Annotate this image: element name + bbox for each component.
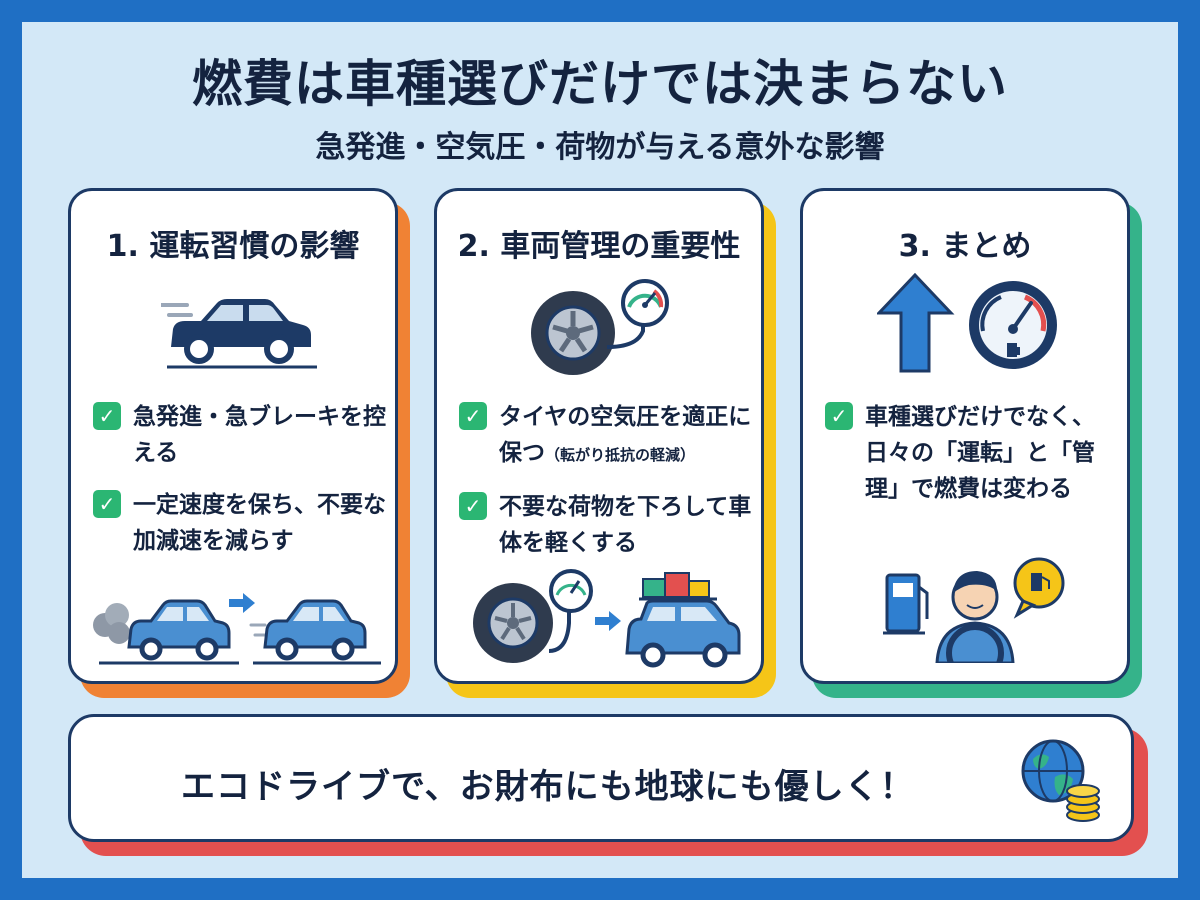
car-icon: [263, 599, 367, 661]
check-icon: ✓: [459, 402, 487, 430]
arrow-right-icon: [595, 611, 621, 631]
checklist: ✓ 車種選びだけでなく、日々の「運転」と「管理」で燃費は変わる: [825, 399, 1121, 523]
roof-luggage-icon: [639, 572, 717, 601]
fuel-speech-bubble-icon: [1013, 557, 1065, 619]
item-text: 車種選びだけでなく、日々の「運転」と「管理」で燃費は変わる: [865, 404, 1095, 502]
checklist: ✓ 急発進・急ブレーキを控える ✓ 一定速度を保ち、不要な加減速を減らす: [93, 399, 389, 575]
smooth-driving-illustration: [93, 593, 381, 665]
tire-pressure-gauge-icon: [531, 279, 669, 375]
item-text: 一定速度を保ち、不要な加減速を減らす: [133, 492, 386, 554]
banner-text: エコドライブで、お財布にも地球にも優しく！: [181, 767, 915, 807]
eco-driver-illustration: [883, 557, 1065, 663]
car-icon: [161, 299, 317, 369]
list-item: ✓ 急発進・急ブレーキを控える: [93, 399, 389, 471]
coins-icon: [1066, 784, 1100, 822]
card-title: 3. まとめ: [898, 229, 1032, 264]
card-title: 1. 運転習慣の影響: [106, 229, 360, 264]
check-icon: ✓: [825, 402, 853, 430]
improvement-illustration: [877, 273, 1057, 373]
card-body: 2. 車両管理の重要性 ✓ タイヤの空気圧を適正に保つ: [434, 188, 764, 684]
list-item: ✓ タイヤの空気圧を適正に保つ（転がり抵抗の軽減）: [459, 399, 755, 473]
speedometer-icon: [969, 281, 1057, 369]
page-subtitle: 急発進・空気圧・荷物が与える意外な影響: [315, 130, 885, 165]
car-icon: [625, 599, 741, 668]
item-text: 不要な荷物を下ろして車体を軽くする: [499, 494, 752, 556]
page-title: 燃費は車種選びだけでは決まらない: [192, 55, 1008, 113]
arrow-right-icon: [229, 593, 255, 613]
pressure-gauge-icon: [549, 569, 593, 613]
globe-coins-icon: [1021, 739, 1100, 822]
list-item: ✓ 不要な荷物を下ろして車体を軽くする: [459, 489, 755, 561]
car-icon: [127, 599, 231, 661]
item-text: タイヤの空気圧を適正に保つ: [499, 404, 752, 466]
check-icon: ✓: [459, 492, 487, 520]
list-item: ✓ 一定速度を保ち、不要な加減速を減らす: [93, 487, 389, 559]
light-vehicle-illustration: [473, 569, 741, 668]
tire-icon: [473, 583, 553, 663]
check-icon: ✓: [93, 490, 121, 518]
card-body: 3. まとめ ✓ 車種選びだけでなく、日々の「運転」と「管理」で燃費は変わる: [800, 188, 1130, 684]
card-body: 1. 運転習慣の影響 ✓ 急発進・急ブレーキを控える ✓ 一定速度を保ち、不要な…: [68, 188, 398, 684]
checklist: ✓ タイヤの空気圧を適正に保つ（転がり抵抗の軽減） ✓ 不要な荷物を下ろして車体…: [459, 399, 755, 577]
fuel-pump-icon: [883, 573, 929, 635]
item-note: （転がり抵抗の軽減）: [545, 446, 696, 464]
driver-icon: [935, 571, 1015, 663]
bottom-banner: エコドライブで、お財布にも地球にも優しく！: [68, 714, 1134, 842]
item-text: 急発進・急ブレーキを控える: [133, 404, 386, 466]
list-item: ✓ 車種選びだけでなく、日々の「運転」と「管理」で燃費は変わる: [825, 399, 1121, 507]
exhaust-cloud-icon: [93, 603, 130, 644]
globe-icon: [1021, 739, 1085, 803]
check-icon: ✓: [93, 402, 121, 430]
card-title: 2. 車両管理の重要性: [457, 229, 741, 264]
arrow-up-icon: [877, 273, 955, 373]
